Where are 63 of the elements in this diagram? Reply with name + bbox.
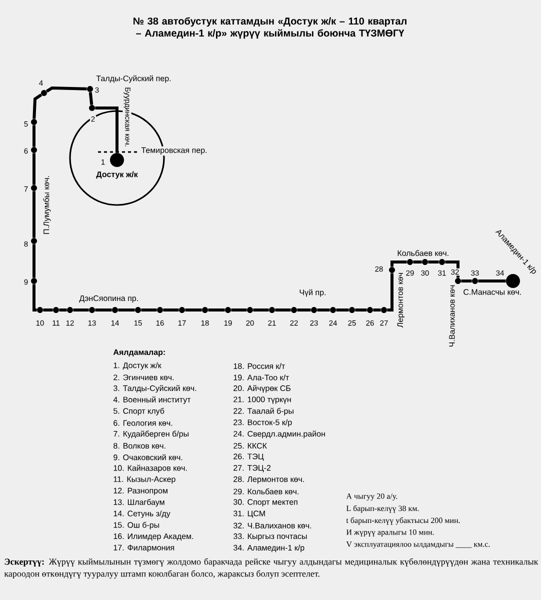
route-line — [163, 308, 179, 312]
route-line — [355, 308, 367, 312]
route-line — [32, 94, 42, 119]
route-line — [317, 308, 330, 312]
route-line — [428, 260, 439, 264]
route-line — [373, 308, 381, 312]
title: № 38 автобустук каттамдын «Достук ж/к – 110 квартал – Аламедин-1 к/р» жүрүү кыймылы боюнча ТҮЗМӨГҮ — [134, 17, 406, 39]
route-line — [185, 308, 202, 312]
stop-list-item: 18. Россия к/т — [232, 362, 286, 370]
stop-list-item: 27. ТЭЦ-2 — [232, 464, 272, 474]
route-line — [413, 260, 422, 264]
route-line — [461, 280, 472, 282]
stop-list-item: 4. Военный институт — [112, 395, 192, 405]
route-line — [141, 308, 157, 312]
route-line — [73, 308, 89, 312]
route-line — [478, 280, 506, 282]
note-text: Эскертүү: Жүрүү кыймылынын түзмөгү жолдомо баракчада рейске чыгуу алдындагы медициналык күбөлөндүрүүдөн жана техникалык кароодон өткөндүгү тууралуу штамп коюлбаган болсо, жараксыз болуп эсептелет. — [3, 557, 540, 580]
route-parameter: V эксплуатациялоо ылдамдыгы ____ км.с. — [345, 540, 492, 550]
stop-list-item: 9. Очаковский көч. — [112, 453, 184, 462]
route-line — [231, 308, 247, 312]
stop-list-item: 24. Свердл.админ.район — [232, 430, 326, 440]
route-line — [390, 260, 407, 267]
route-line — [32, 125, 36, 147]
route-line — [32, 191, 36, 238]
route-line — [43, 308, 53, 312]
route-line — [32, 244, 36, 278]
street-name: П.Лумумбы көч. — [42, 174, 52, 236]
stop-list-item: 6. Геология көч. — [112, 419, 174, 427]
street-name: Ч.Валиханов көч — [448, 284, 456, 348]
route-line — [275, 308, 291, 312]
stop-list-item: 34. Аламедин-1 к/р — [232, 544, 306, 554]
route-line — [208, 308, 225, 312]
route-line — [32, 153, 36, 185]
route-line — [445, 260, 460, 278]
street-name: Кольбаев көч. — [396, 249, 450, 257]
route-line — [95, 106, 118, 153]
route-line — [59, 308, 67, 312]
stop-list-item: 5. Спорт клуб — [112, 406, 166, 416]
terminal-dot — [110, 153, 124, 167]
route-line — [46, 86, 87, 93]
street-name: Талды-Суйский пер. — [95, 74, 172, 84]
route-line — [95, 308, 112, 312]
route-line — [387, 273, 394, 312]
stop-list-item: 7. Кудайберген б/ры — [112, 430, 190, 440]
stop-list-item: 26. ТЭЦ — [232, 452, 265, 462]
route-line — [32, 284, 37, 312]
street-name: С.Манасчы көч. — [462, 288, 523, 296]
street-name: Чүй пр. — [298, 288, 328, 298]
route-line — [118, 308, 135, 312]
terminal-dot — [506, 274, 520, 288]
route-line — [88, 92, 94, 105]
stop-list-item: 30. Спорт мектеп — [232, 498, 299, 508]
stop-list-item: 13. Шлагбаум — [112, 498, 166, 508]
stop-list-item: 21. 1000 түркүн — [232, 396, 292, 405]
route-line — [253, 308, 269, 312]
stop-list-item: 31. ЦСМ — [232, 510, 267, 519]
stop-list-item: 2. Эгинчиев көч. — [112, 374, 176, 382]
stop-list-item: 22. Таалай б-ры — [232, 406, 295, 416]
stop-list-item: 10. Кайназаров көч. — [112, 464, 188, 474]
route-line — [336, 308, 349, 312]
stop-list-item: 20. Айчүрөк СБ — [232, 384, 292, 394]
stop-list-item: 3. Талды-Суйский көч. — [112, 384, 198, 394]
route-line — [297, 308, 311, 312]
